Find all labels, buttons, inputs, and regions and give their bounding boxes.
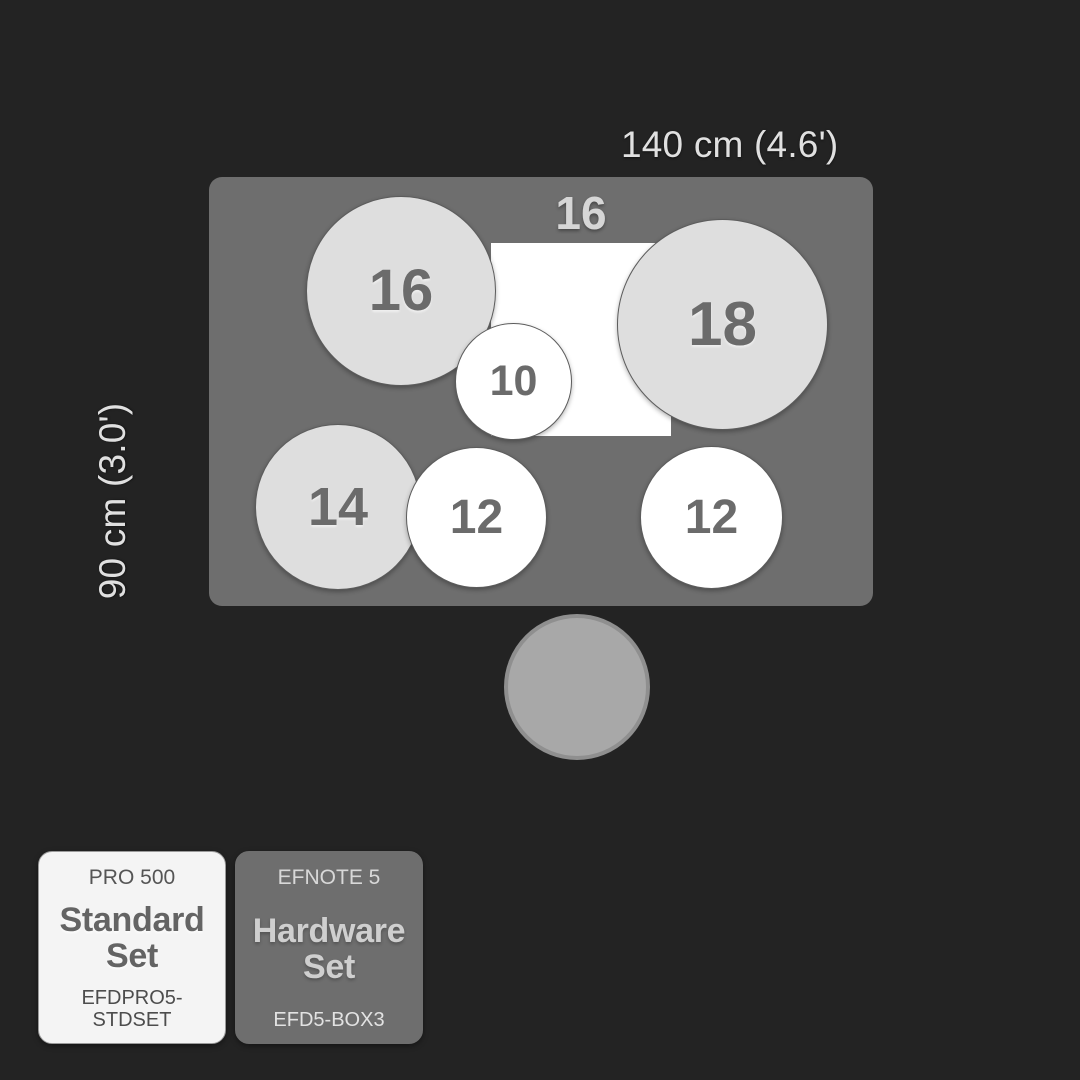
legend-card-title-line2: Set xyxy=(302,948,355,987)
pad-tom-10[interactable]: 10 xyxy=(455,323,572,440)
legend-card-title-line1: Standard xyxy=(59,901,205,940)
legend-card-title: Hardware Set xyxy=(253,913,406,985)
pad-cymbal-ride-right[interactable]: 18 xyxy=(617,219,828,430)
legend-card-title: Standard Set xyxy=(60,902,205,974)
legend-card-brand: PRO 500 xyxy=(88,866,176,889)
legend-card-code: EFDPRO5-STDSET xyxy=(81,987,183,1031)
pad-hihat-14[interactable]: 14 xyxy=(255,424,421,590)
kick-drum-size-label: 16 xyxy=(555,187,607,239)
pad-snare-12[interactable]: 12 xyxy=(406,447,547,588)
pad-size-label: 12 xyxy=(449,490,504,544)
pad-size-label: 16 xyxy=(368,258,434,323)
legend-card-code: EFD5-BOX3 xyxy=(273,1009,385,1031)
legend: PRO 500 Standard Set EFDPRO5-STDSET EFNO… xyxy=(38,851,423,1044)
pad-floor-tom-12[interactable]: 12 xyxy=(640,446,783,589)
pad-size-label: 10 xyxy=(489,357,538,405)
width-dimension-label: 140 cm (4.6') xyxy=(621,124,839,165)
pad-size-label: 14 xyxy=(307,477,369,537)
height-dimension-label: 90 cm (3.0') xyxy=(92,402,133,600)
pad-size-label: 12 xyxy=(684,490,739,544)
legend-card-title-line2: Set xyxy=(105,937,158,976)
legend-card-title-line1: Hardware xyxy=(252,912,406,951)
pad-size-label: 18 xyxy=(688,289,757,359)
drummer-throne-position[interactable] xyxy=(504,614,650,760)
legend-card-standard-set[interactable]: PRO 500 Standard Set EFDPRO5-STDSET xyxy=(38,851,226,1044)
legend-card-brand: EFNOTE 5 xyxy=(277,866,381,889)
legend-card-hardware-set[interactable]: EFNOTE 5 Hardware Set EFD5-BOX3 xyxy=(235,851,423,1044)
